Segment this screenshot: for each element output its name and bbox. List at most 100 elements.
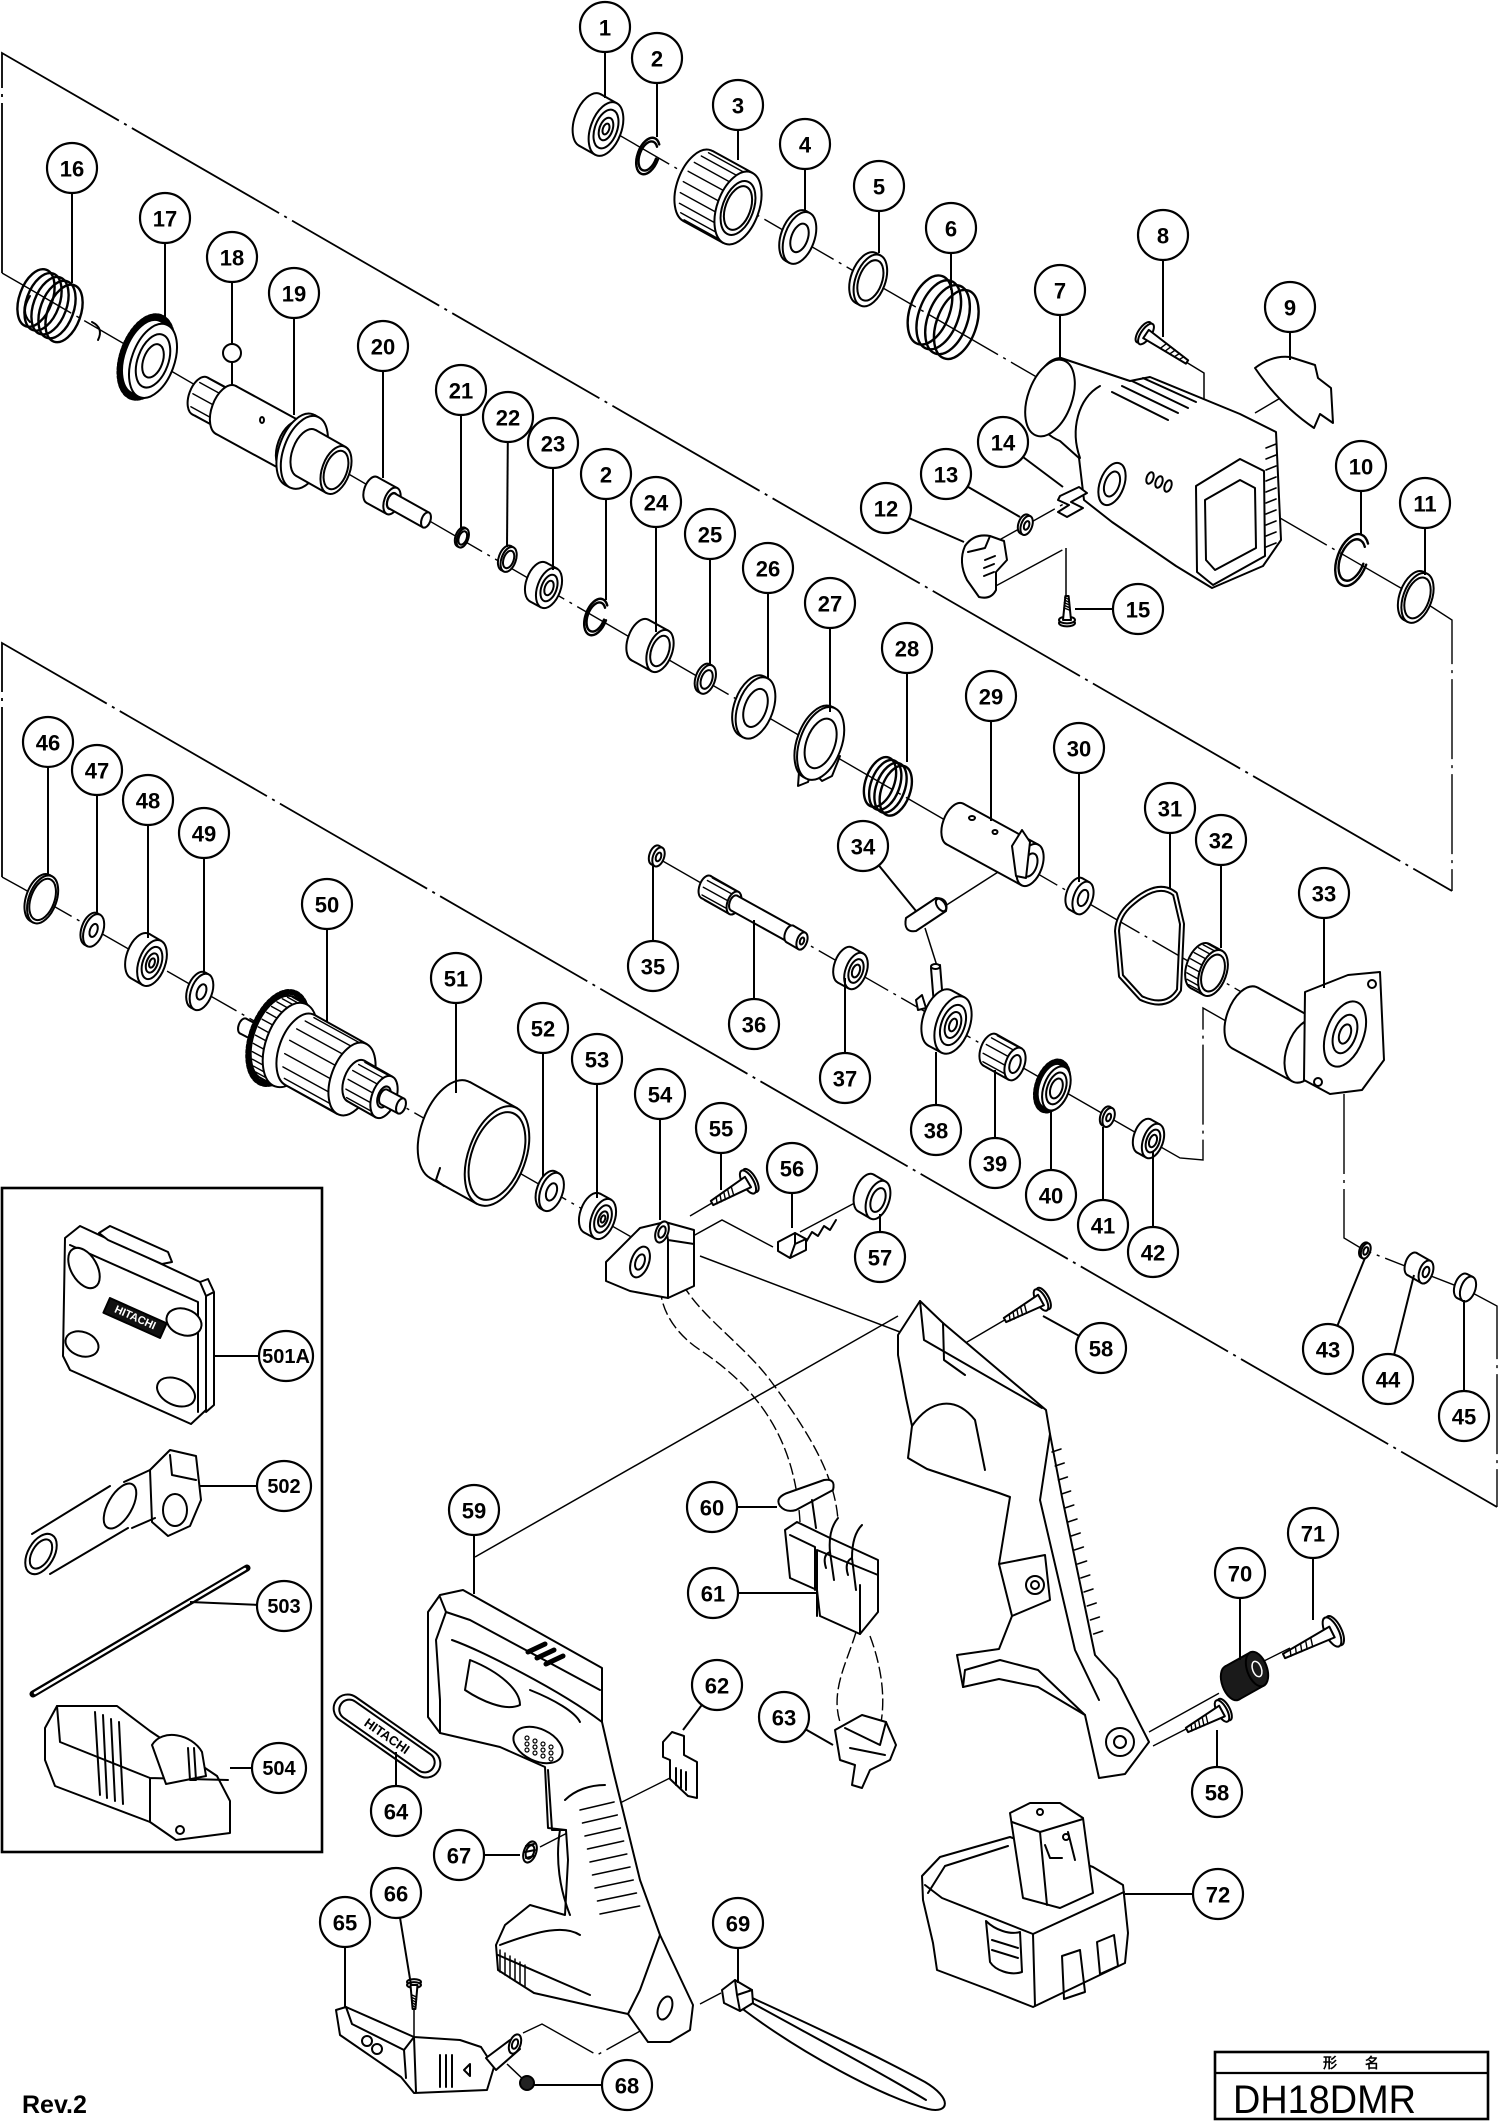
callout-circle bbox=[686, 1566, 740, 1620]
callout-circle bbox=[447, 1483, 501, 1537]
callout-25: 25 bbox=[683, 507, 737, 664]
callout-number: 51 bbox=[444, 967, 468, 992]
part-45-cap bbox=[1452, 1272, 1478, 1303]
part-48-bearing bbox=[124, 931, 168, 988]
callout-55: 55 bbox=[694, 1101, 748, 1190]
callout-number: 71 bbox=[1301, 1522, 1325, 1547]
callout-circle bbox=[1398, 476, 1452, 530]
callout-19: 19 bbox=[267, 266, 321, 415]
part-52-washer bbox=[534, 1169, 565, 1213]
callout-50: 50 bbox=[300, 877, 354, 1022]
part-63-terminal bbox=[834, 1714, 897, 1789]
part-64-name-plate: HITACHI bbox=[332, 1693, 442, 1779]
leader-line bbox=[399, 1917, 412, 1986]
callout-number: 35 bbox=[641, 955, 665, 980]
callout-number: 69 bbox=[726, 1912, 750, 1937]
callout-circle bbox=[600, 2058, 654, 2112]
part-3-grip-sleeve bbox=[673, 148, 763, 246]
callout-67: 67 bbox=[432, 1828, 520, 1882]
callout-circle bbox=[1136, 208, 1190, 262]
callout-circle bbox=[177, 806, 231, 860]
leader-line bbox=[1336, 1257, 1366, 1327]
callout-number: 60 bbox=[700, 1496, 724, 1521]
callout-10: 10 bbox=[1334, 439, 1388, 535]
callout-number: 54 bbox=[648, 1083, 673, 1108]
callout-circle bbox=[1191, 1867, 1245, 1921]
callout-number: 57 bbox=[868, 1246, 892, 1271]
callout-circle bbox=[1213, 1546, 1267, 1600]
part-33-inner-cover bbox=[1223, 971, 1385, 1095]
callout-circle bbox=[803, 576, 857, 630]
callout-circle bbox=[1286, 1506, 1340, 1560]
leader-line bbox=[506, 441, 509, 548]
callout-number: 2 bbox=[600, 463, 612, 488]
callout-16: 16 bbox=[45, 141, 99, 283]
callout-number: 46 bbox=[36, 731, 60, 756]
callout-number: 25 bbox=[698, 523, 722, 548]
leader-line bbox=[1022, 456, 1064, 488]
callout-33: 33 bbox=[1297, 866, 1351, 988]
callout-number: 6 bbox=[945, 217, 957, 242]
part-5-ring bbox=[848, 251, 889, 308]
callout-circle bbox=[70, 743, 124, 797]
callout-502: 502 bbox=[200, 1459, 313, 1513]
callout-circle bbox=[1263, 280, 1317, 334]
callout-number: 48 bbox=[136, 789, 160, 814]
part-66-screw bbox=[406, 1978, 422, 2010]
callout-71: 71 bbox=[1286, 1506, 1340, 1620]
part-20-pin bbox=[362, 475, 432, 529]
callout-number: 504 bbox=[262, 1758, 296, 1780]
part-41-washer bbox=[1098, 1105, 1116, 1129]
axis-70 bbox=[1148, 1685, 1233, 1733]
part-38-crank bbox=[915, 963, 973, 1055]
callout-circle bbox=[1143, 781, 1197, 835]
callout-circle bbox=[1074, 1321, 1128, 1375]
callout-number: 19 bbox=[282, 282, 306, 307]
callout-23: 23 bbox=[526, 416, 580, 570]
callout-number: 65 bbox=[333, 1911, 357, 1936]
part-503-depth-gauge bbox=[29, 1564, 251, 1698]
callout-22: 22 bbox=[481, 390, 535, 548]
callout-circle bbox=[685, 1480, 739, 1534]
leader-line bbox=[1393, 1274, 1415, 1355]
callout-21: 21 bbox=[434, 363, 488, 528]
callout-number: 49 bbox=[192, 822, 216, 847]
callout-circle bbox=[121, 773, 175, 827]
callout-circle bbox=[481, 390, 535, 444]
callout-32: 32 bbox=[1194, 813, 1248, 948]
part-58-tapping-screw bbox=[1002, 1286, 1052, 1324]
callout-number: 502 bbox=[267, 1476, 300, 1498]
callout-504: 504 bbox=[230, 1741, 308, 1795]
callout-number: 42 bbox=[1141, 1241, 1165, 1266]
callout-70: 70 bbox=[1213, 1546, 1267, 1660]
callout-number: 58 bbox=[1205, 1781, 1229, 1806]
callout-circle bbox=[434, 363, 488, 417]
axis-58-lower bbox=[1152, 1726, 1191, 1747]
callout-number: 45 bbox=[1452, 1405, 1476, 1430]
callout-circle bbox=[778, 117, 832, 171]
part-501a-carrying-case: HITACHI bbox=[62, 1225, 215, 1425]
leader-line bbox=[967, 485, 1021, 518]
part-8-screw bbox=[1134, 321, 1190, 365]
callout-circle bbox=[21, 715, 75, 769]
revision-label: Rev.2 bbox=[22, 2091, 87, 2119]
callout-58a: 58 bbox=[1042, 1315, 1128, 1375]
callout-circle bbox=[570, 1032, 624, 1086]
lead-wire-3 bbox=[836, 1631, 857, 1723]
callout-circle bbox=[1126, 1225, 1180, 1279]
callout-1: 1 bbox=[578, 0, 632, 98]
callout-circle bbox=[579, 447, 633, 501]
callout-12: 12 bbox=[859, 481, 965, 543]
leader-line bbox=[189, 1601, 259, 1606]
callout-circle bbox=[765, 1141, 819, 1195]
callout-circle bbox=[432, 1828, 486, 1882]
callout-503: 503 bbox=[189, 1579, 313, 1633]
callout-circle bbox=[859, 481, 913, 535]
callout-6: 6 bbox=[924, 201, 978, 290]
link-housing-halves bbox=[474, 1315, 899, 1558]
part-60-trigger bbox=[777, 1478, 835, 1529]
callout-number: 21 bbox=[449, 379, 473, 404]
callout-44: 44 bbox=[1361, 1274, 1415, 1406]
leader-line bbox=[682, 1704, 703, 1731]
